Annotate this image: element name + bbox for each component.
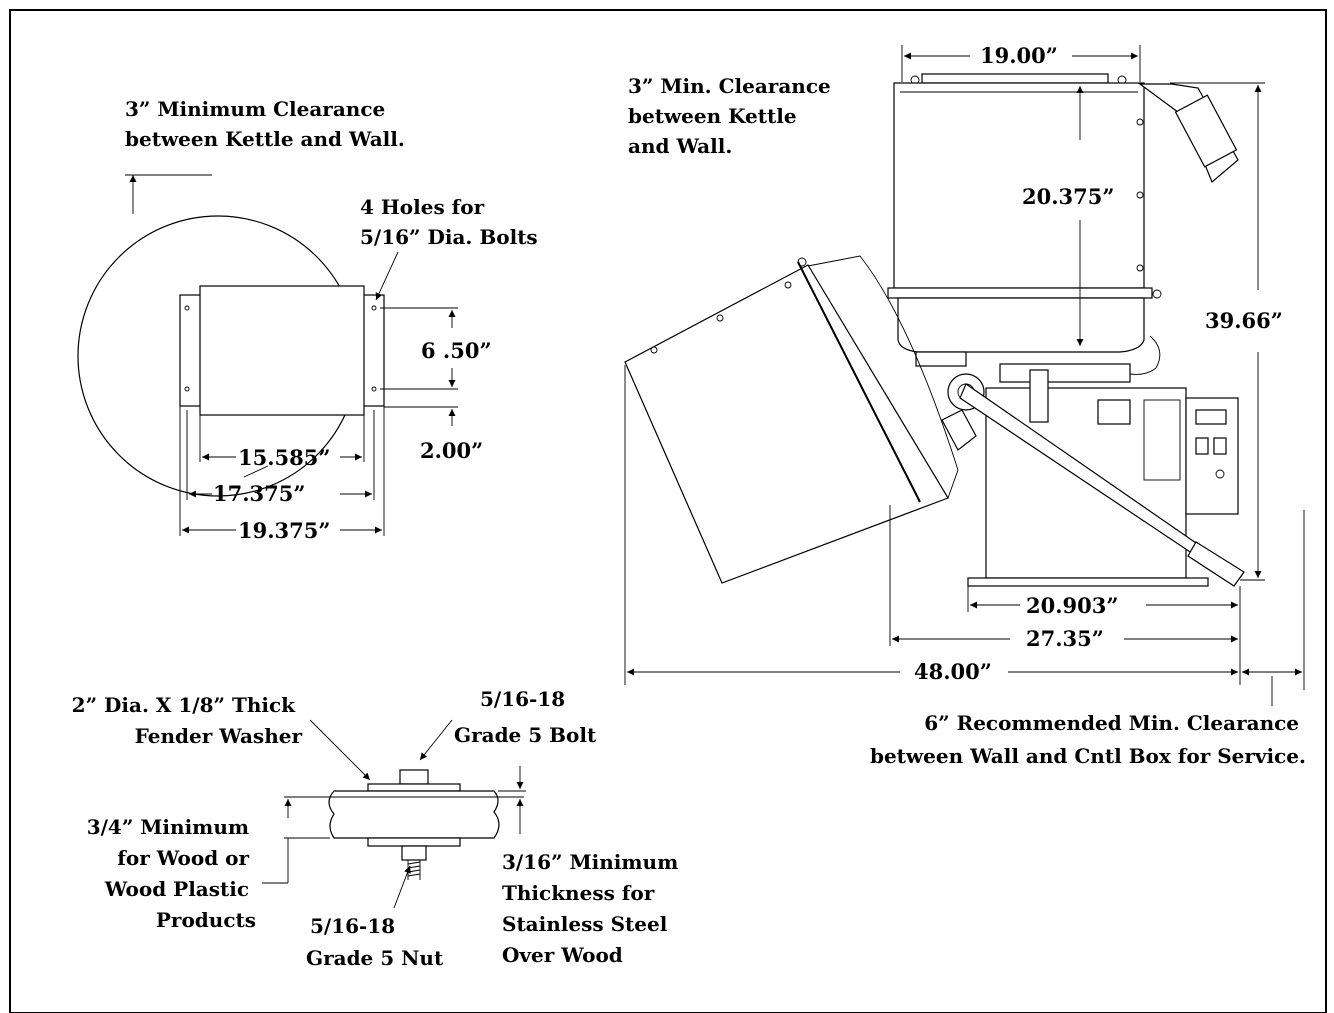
bolt-hole	[371, 386, 377, 392]
drive-bracket	[1029, 369, 1049, 423]
washer-leader	[309, 719, 371, 781]
control-switch	[1213, 437, 1227, 455]
tilt-lock	[941, 409, 977, 451]
handle-grip	[1187, 541, 1245, 587]
kettle-rim	[887, 287, 1153, 299]
body-width-dim: 27.35”	[1026, 626, 1104, 651]
hole-spacing-dim: 6 .50”	[421, 338, 492, 363]
nut-leader	[393, 865, 411, 909]
mounting-detail: 2” Dia. X 1/8” Thick Fender Washer 5/16-…	[72, 687, 685, 970]
top-clearance-note: 3” Minimum Clearance between Kettle and …	[125, 97, 405, 151]
kettle-clip	[1136, 118, 1144, 126]
cabinet-panel	[1143, 399, 1181, 481]
bolt-hole	[184, 305, 190, 311]
base-body	[199, 285, 365, 416]
overall-width-dim: 48.00”	[914, 659, 992, 684]
kettle-clip	[1136, 191, 1144, 199]
tilted-knob	[797, 257, 807, 267]
leader	[243, 465, 269, 478]
kettle-pan	[897, 297, 1145, 353]
side-view: 19.00” 3” Min. Clearance between Kettle …	[624, 43, 1306, 768]
service-note: 6” Recommended Min. Clearance between Wa…	[870, 711, 1306, 768]
top-view: 3” Minimum Clearance between Kettle and …	[77, 97, 538, 543]
washer-note: 2” Dia. X 1/8” Thick Fender Washer	[72, 693, 303, 748]
bolt-hole	[371, 305, 377, 311]
bolt-note: 5/16-18 Grade 5 Bolt	[454, 687, 597, 747]
inner-width-dim: 15.585”	[238, 445, 330, 470]
nut	[401, 845, 427, 861]
cabinet-vent	[1097, 399, 1131, 425]
control-display	[1195, 409, 1227, 425]
control-knob	[1215, 469, 1225, 479]
mid-width-dim: 17.375”	[213, 481, 305, 506]
bolt-thread	[407, 860, 421, 880]
bolt-hole	[184, 386, 190, 392]
holes-leader	[375, 251, 399, 301]
motor-housing	[915, 351, 967, 367]
kettle-height-dim: 20.375”	[1022, 184, 1114, 209]
outer-width-dim: 19.375”	[238, 518, 330, 543]
kettle-clip	[1136, 264, 1144, 272]
tilted-clip	[716, 314, 724, 322]
drive-assembly	[999, 363, 1131, 383]
wire	[1129, 335, 1161, 375]
side-clearance-note: 3” Min. Clearance between Kettle and Wal…	[628, 74, 838, 158]
wood-note: 3/4” Minimum for Wood or Wood Plastic Pr…	[87, 815, 256, 932]
top-width-dim: 19.00”	[980, 43, 1058, 68]
kettle-body	[893, 82, 1145, 289]
total-height-dim: 39.66”	[1205, 308, 1283, 333]
rim-clip	[1152, 289, 1162, 299]
holes-note: 4 Holes for 5/16” Dia. Bolts	[360, 195, 538, 249]
base-width-dim: 20.903”	[1026, 593, 1118, 618]
drawing-border	[9, 9, 1327, 1013]
kettle-lid	[921, 73, 1109, 84]
wood-panel	[328, 790, 500, 839]
steel-note: 3/16” Minimum Thickness for Stainless St…	[502, 850, 685, 967]
control-box-top	[1174, 94, 1238, 168]
nut-note: 5/16-18 Grade 5 Nut	[306, 914, 444, 970]
base-foot	[967, 577, 1209, 587]
tilted-kettle-rim	[797, 261, 921, 503]
tilted-clip	[650, 346, 658, 354]
bolt-head	[399, 769, 429, 785]
tilted-clip	[784, 281, 792, 289]
edge-dim: 2.00”	[420, 438, 483, 463]
bottom-plate	[367, 837, 461, 847]
control-switch	[1195, 437, 1209, 455]
bolt-leader	[419, 719, 453, 761]
tilted-kettle-pan	[807, 255, 959, 499]
tilted-kettle	[624, 255, 959, 584]
fender-washer	[367, 783, 461, 792]
